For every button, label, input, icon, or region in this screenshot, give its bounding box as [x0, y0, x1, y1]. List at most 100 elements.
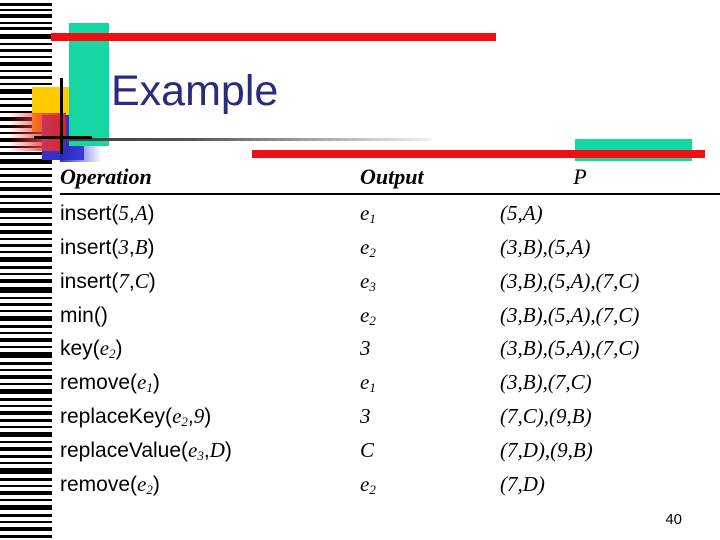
barcode-bar — [0, 491, 52, 495]
cell-operation: remove(e1) — [60, 370, 160, 396]
barcode-bar — [0, 297, 52, 299]
barcode-decoration — [0, 0, 52, 540]
table-row: key(e2)3(3,B),(5,A),(7,C) — [60, 334, 720, 368]
column-header-output: Output — [360, 164, 500, 195]
barcode-bar — [0, 485, 52, 487]
operations-table: Operation Output P insert(5,A)e1(5,A)ins… — [60, 164, 720, 504]
page-title: Example — [111, 67, 279, 115]
gray-gradient-rule — [62, 138, 432, 141]
barcode-bar — [0, 251, 52, 253]
barcode-bar — [0, 273, 52, 275]
barcode-bar — [0, 187, 52, 191]
barcode-bar — [0, 159, 52, 164]
cell-priority-queue: (3,B),(7,C) — [500, 370, 592, 395]
barcode-bar — [0, 375, 52, 379]
cell-output: e3 — [360, 268, 376, 294]
barcode-bar — [0, 244, 52, 247]
red-bar-top — [51, 33, 496, 41]
cell-operation: insert(5,A) — [60, 201, 155, 225]
cell-output: e2 — [360, 234, 376, 260]
cell-priority-queue: (3,B),(5,A),(7,C) — [500, 302, 640, 327]
barcode-bar — [0, 238, 52, 240]
barcode-bar — [0, 389, 52, 394]
column-header-p: P — [500, 164, 720, 195]
barcode-bar — [0, 332, 52, 334]
barcode-bar — [0, 447, 52, 451]
cell-priority-queue: (3,B),(5,A),(7,C) — [500, 268, 640, 293]
example-table-container: Operation Output P insert(5,A)e1(5,A)ins… — [60, 164, 720, 504]
barcode-bar — [0, 195, 52, 198]
barcode-bar — [0, 287, 52, 293]
barcode-bar — [0, 3, 52, 6]
cell-operation: insert(3,B) — [60, 234, 155, 259]
barcode-bar — [0, 346, 52, 348]
barcode-bar — [0, 462, 52, 464]
barcode-bar — [0, 369, 52, 371]
cell-output: e1 — [360, 201, 376, 226]
barcode-bar — [0, 468, 52, 474]
cell-priority-queue: (3,B),(5,A) — [500, 234, 591, 259]
barcode-bar — [0, 230, 52, 234]
column-header-operation: Operation — [60, 164, 360, 195]
table-row: remove(e2)e2(7,D) — [60, 470, 720, 504]
table-header-row: Operation Output P — [60, 164, 720, 195]
teal-accent-bar-left — [69, 23, 109, 146]
barcode-bar — [0, 202, 52, 204]
table-body: insert(5,A) e1 (5,A) insert(3,B) e2 (3,B),(5,… — [60, 194, 720, 504]
barcode-bar — [0, 76, 52, 79]
table-row: remove(e1) e1 (3,B),(7,C) — [60, 368, 720, 402]
barcode-bar — [0, 266, 52, 269]
barcode-bar — [0, 104, 52, 107]
barcode-bar — [0, 362, 52, 365]
barcode-bar — [0, 411, 52, 415]
table-row: insert(5,A) e1 (5,A) — [60, 194, 720, 233]
barcode-bar — [0, 419, 52, 422]
barcode-bar — [0, 310, 52, 312]
table-row: replaceValue(e3,D) C (7,D),(9,B) — [60, 436, 720, 470]
cell-priority-queue: (7,C),(9,B) — [500, 404, 592, 429]
barcode-bar — [0, 22, 52, 24]
barcode-bar — [0, 432, 52, 437]
cell-operation: replaceValue(e3,D) — [60, 438, 232, 463]
table-head: Operation Output P — [60, 164, 720, 195]
barcode-bar — [0, 168, 52, 170]
table-row: insert(3,B) e2 (3,B),(5,A) — [60, 233, 720, 267]
barcode-bar — [0, 152, 52, 155]
barcode-bar — [0, 521, 52, 523]
barcode-bar — [0, 111, 52, 113]
barcode-bar — [0, 257, 52, 262]
short-rule-decoration — [34, 136, 92, 139]
barcode-bar — [0, 181, 52, 183]
barcode-bar — [0, 27, 52, 30]
barcode-bar — [0, 441, 52, 443]
cell-output: C — [360, 438, 375, 463]
barcode-bar — [0, 14, 52, 18]
cell-operation: key(e2) — [60, 336, 123, 362]
barcode-bar — [0, 43, 52, 45]
barcode-bar — [0, 455, 52, 458]
cell-priority-queue: (7,D),(9,B) — [500, 438, 593, 463]
table-row: replaceKey(e2,9)3(7,C),(9,B) — [60, 402, 720, 436]
cell-output: 3 — [360, 336, 371, 361]
cell-operation: min() — [60, 303, 108, 327]
barcode-bar — [0, 426, 52, 428]
barcode-bar — [0, 535, 52, 538]
barcode-bar — [0, 499, 52, 501]
red-gradient-block — [8, 113, 66, 151]
barcode-bar — [0, 89, 52, 94]
red-bar-middle — [252, 150, 705, 158]
barcode-bar — [0, 398, 52, 401]
cell-output: e1 — [360, 370, 376, 396]
barcode-bar — [0, 352, 52, 358]
cell-operation: insert(7,C) — [60, 268, 156, 293]
cell-priority-queue: (5,A) — [500, 201, 543, 225]
barcode-bar — [0, 83, 52, 85]
barcode-bar — [0, 9, 52, 11]
barcode-bar — [0, 70, 52, 72]
barcode-bar — [0, 383, 52, 385]
barcode-bar — [0, 223, 52, 226]
barcode-bar — [0, 208, 52, 213]
barcode-bar — [0, 316, 52, 321]
barcode-bar — [0, 325, 52, 328]
